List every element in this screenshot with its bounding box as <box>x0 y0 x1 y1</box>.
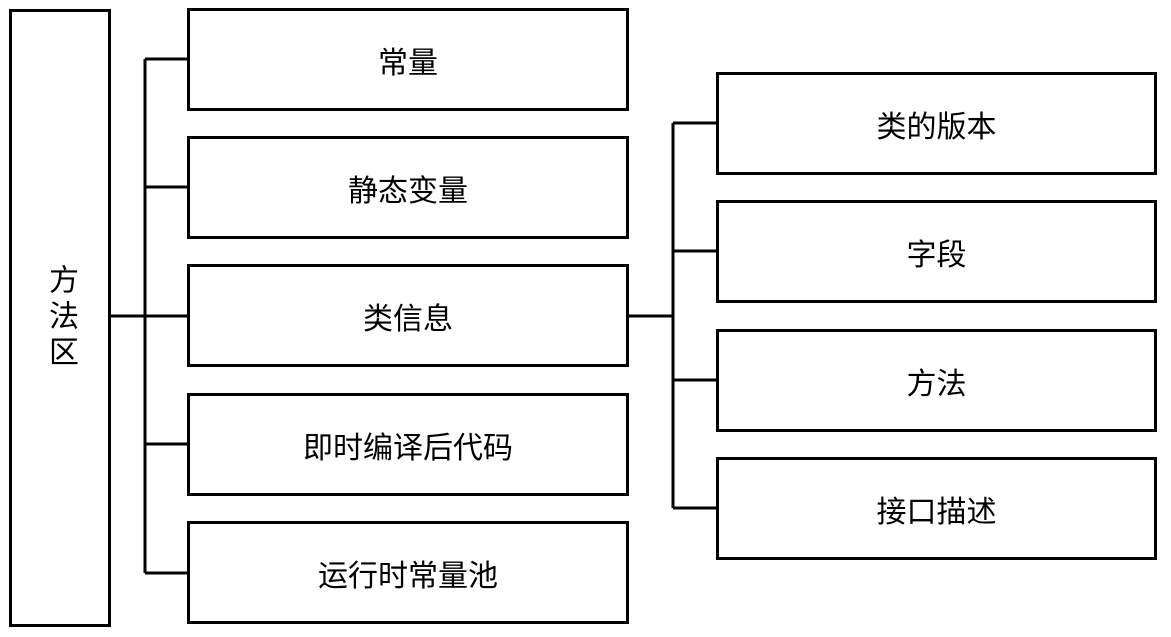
methods-label: 方法 <box>906 366 967 402</box>
class-version-label: 类的版本 <box>876 109 997 145</box>
class-version-box: 类的版本 <box>716 72 1157 175</box>
fields-box: 字段 <box>716 200 1157 303</box>
method-area-label: 方法区 <box>43 264 78 372</box>
method-area-box: 方法区 <box>9 9 111 627</box>
class-info-box: 类信息 <box>187 264 629 367</box>
runtime-constant-pool-label: 运行时常量池 <box>318 558 498 594</box>
static-variables-box: 静态变量 <box>187 136 629 239</box>
interface-description-box: 接口描述 <box>716 457 1157 560</box>
interface-description-label: 接口描述 <box>876 494 997 530</box>
class-info-label: 类信息 <box>363 301 453 337</box>
runtime-constant-pool-box: 运行时常量池 <box>187 521 629 624</box>
fields-label: 字段 <box>906 237 967 273</box>
jit-compiled-code-label: 即时编译后代码 <box>303 430 513 466</box>
static-variables-label: 静态变量 <box>348 173 468 209</box>
constants-box: 常量 <box>187 8 629 111</box>
constants-label: 常量 <box>378 45 438 81</box>
methods-box: 方法 <box>716 329 1157 432</box>
jit-compiled-code-box: 即时编译后代码 <box>187 393 629 496</box>
